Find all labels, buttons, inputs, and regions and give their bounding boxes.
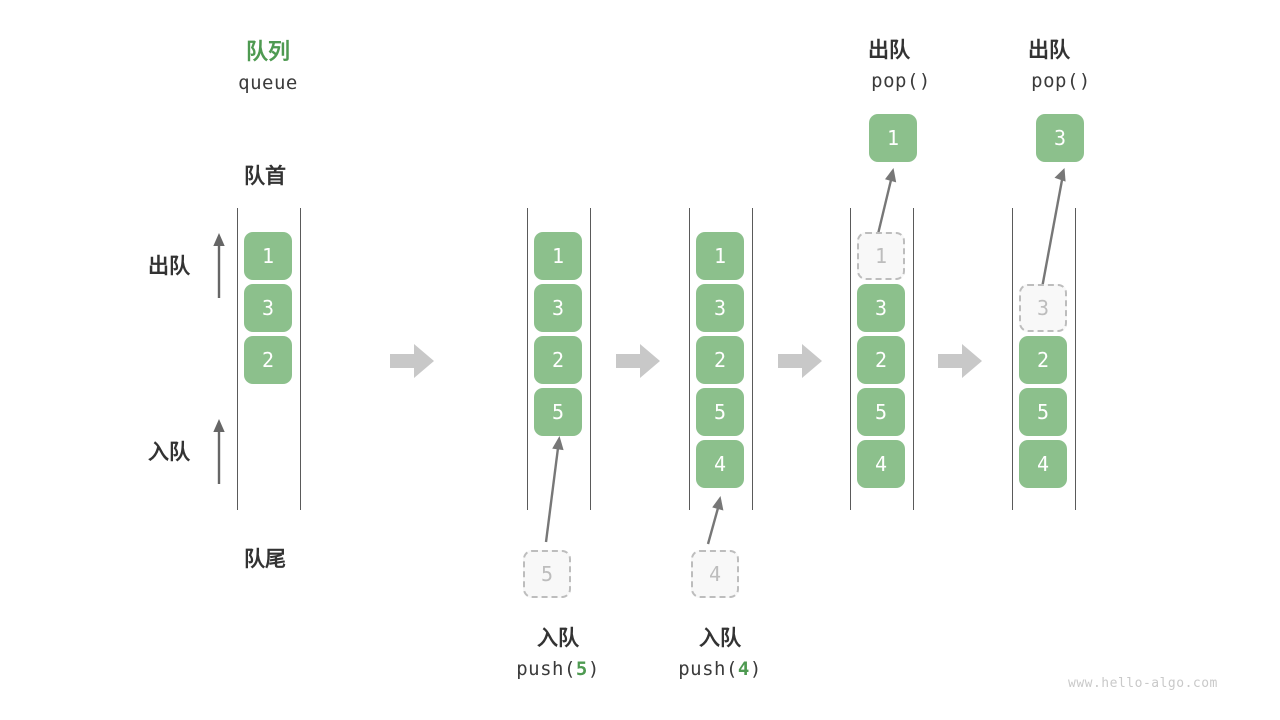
- push-direction-label: 入队: [148, 441, 190, 464]
- push-caption-cn: 入队: [537, 627, 579, 650]
- queue-element: 1: [534, 232, 582, 280]
- queue-element-new: 5: [534, 388, 582, 436]
- popped-element: 3: [1036, 114, 1084, 162]
- rear-label: 队尾: [244, 548, 286, 571]
- flow-arrow-right-icon: [938, 344, 982, 378]
- rail-left: [850, 208, 851, 510]
- page-title: 队列: [245, 39, 291, 64]
- push-caption-code: push(4): [678, 658, 762, 680]
- push-caption-cn: 入队: [699, 627, 741, 650]
- push-code-suffix: ): [749, 658, 762, 680]
- push-code-prefix: push(: [678, 658, 738, 680]
- push-code-arg: 5: [575, 658, 588, 680]
- queue-element: 4: [1019, 440, 1067, 488]
- pop-caption-cn: 出队: [868, 39, 910, 62]
- push-direction-arrow-icon: [213, 419, 225, 484]
- queue-element: 3: [696, 284, 744, 332]
- push-code-arg: 4: [737, 658, 750, 680]
- pop-caption-code: pop(): [871, 70, 931, 92]
- push-arrow-icon: [544, 436, 564, 543]
- queue-element: 3: [244, 284, 292, 332]
- queue-element: 2: [534, 336, 582, 384]
- pop-direction-label: 出队: [148, 255, 190, 278]
- rail-right: [590, 208, 591, 510]
- pop-caption-cn: 出队: [1028, 39, 1070, 62]
- flow-arrow-right-icon: [390, 344, 434, 378]
- front-label: 队首: [244, 165, 286, 188]
- queue-element: 4: [857, 440, 905, 488]
- rail-left: [689, 208, 690, 510]
- queue-element: 5: [857, 388, 905, 436]
- queue-element: 2: [1019, 336, 1067, 384]
- flow-arrow-right-icon: [616, 344, 660, 378]
- removed-element-ghost: 3: [1019, 284, 1067, 332]
- watermark: www.hello-algo.com: [1068, 676, 1218, 691]
- pop-arrow-icon: [1040, 168, 1066, 289]
- queue-element: 3: [857, 284, 905, 332]
- queue-element: 5: [696, 388, 744, 436]
- rail-right: [1075, 208, 1076, 510]
- queue-element: 1: [696, 232, 744, 280]
- pop-direction-arrow-icon: [213, 233, 225, 298]
- popped-element: 1: [869, 114, 917, 162]
- queue-element-new: 4: [696, 440, 744, 488]
- page-subtitle: queue: [238, 72, 298, 94]
- rail-right: [913, 208, 914, 510]
- push-caption-code: push(5): [516, 658, 600, 680]
- pop-arrow-icon: [876, 168, 897, 235]
- push-code-suffix: ): [587, 658, 600, 680]
- rail-left: [237, 208, 238, 510]
- flow-arrow-right-icon: [778, 344, 822, 378]
- queue-element: 2: [857, 336, 905, 384]
- push-code-prefix: push(: [516, 658, 576, 680]
- queue-element: 5: [1019, 388, 1067, 436]
- queue-element: 1: [244, 232, 292, 280]
- incoming-element-ghost: 4: [691, 550, 739, 598]
- queue-element: 2: [696, 336, 744, 384]
- push-arrow-icon: [706, 496, 724, 545]
- rail-left: [1012, 208, 1013, 510]
- queue-element: 3: [534, 284, 582, 332]
- removed-element-ghost: 1: [857, 232, 905, 280]
- incoming-element-ghost: 5: [523, 550, 571, 598]
- rail-left: [527, 208, 528, 510]
- rail-right: [300, 208, 301, 510]
- rail-right: [752, 208, 753, 510]
- pop-caption-code: pop(): [1031, 70, 1091, 92]
- queue-element: 2: [244, 336, 292, 384]
